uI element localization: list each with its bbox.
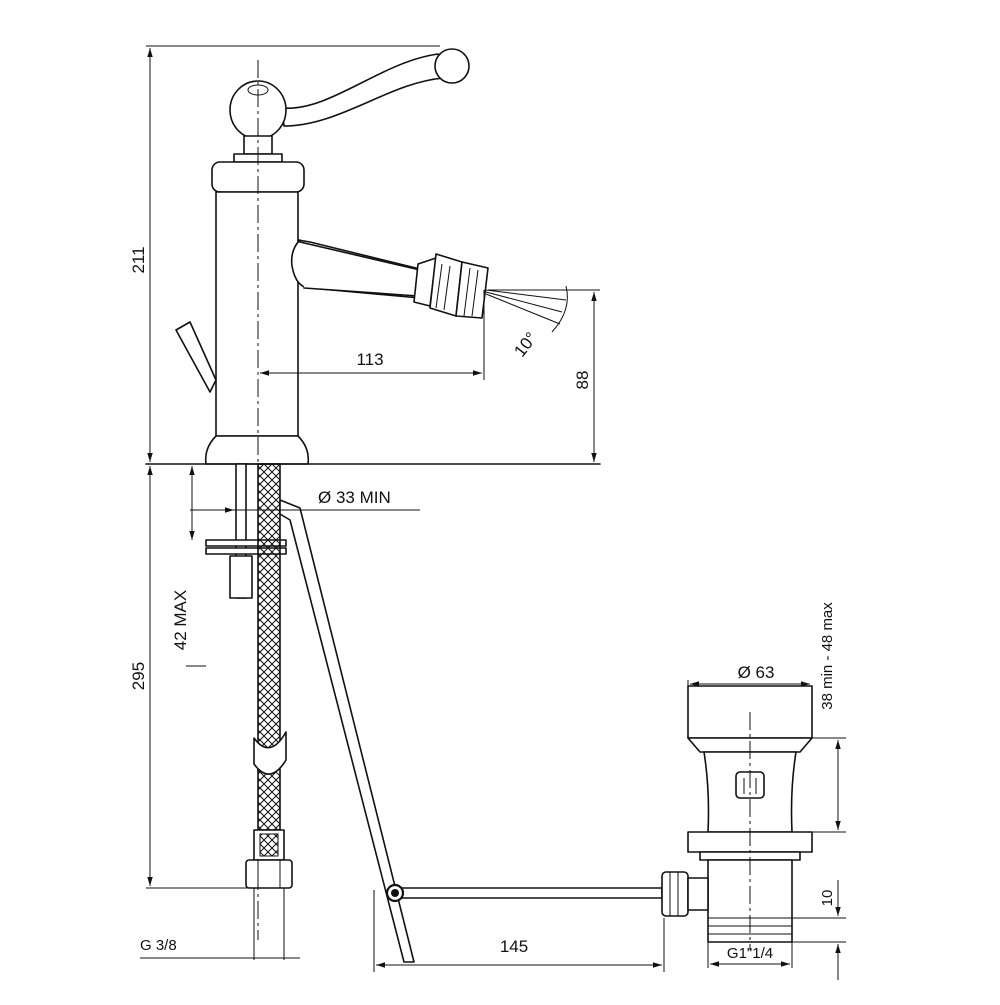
under-deck <box>205 463 663 963</box>
body-column <box>215 191 299 437</box>
label-rod-length: 145 <box>500 937 528 956</box>
label-waste-diameter: Ø 63 <box>738 663 775 682</box>
fixing-washer <box>205 539 287 547</box>
spout-nozzle <box>413 253 489 319</box>
handle-lever <box>281 53 445 127</box>
label-waste-height: 38 min - 48 max <box>819 602 836 710</box>
body-base <box>204 435 310 465</box>
label-spout-angle: 10° <box>510 329 541 361</box>
linkage-rod <box>397 887 663 899</box>
hose-nut <box>245 859 293 889</box>
faucet-body <box>175 48 568 940</box>
pop-up-waste <box>661 685 813 950</box>
waste-side-nut <box>661 871 689 917</box>
label-waste-thread-height: 10 <box>819 890 836 907</box>
label-height-total: 211 <box>129 246 148 273</box>
label-hose-length: 295 <box>129 662 148 690</box>
label-spout-reach: 113 <box>356 350 383 369</box>
popup-knob <box>175 321 217 393</box>
handle-knob <box>434 48 470 84</box>
braided-hose <box>257 463 281 831</box>
label-deck-thickness: 42 MAX <box>171 590 190 650</box>
popup-rod <box>279 499 415 963</box>
label-spout-height: 88 <box>573 371 592 390</box>
dimensions: 211 113 10° 88 Ø 33 MIN 42 MAX 295 G 3/8… <box>129 45 846 980</box>
label-hole-diameter: Ø 33 MIN <box>318 488 391 507</box>
label-waste-thread: G1"1/4 <box>727 945 773 962</box>
label-hose-thread: G 3/8 <box>140 937 177 954</box>
